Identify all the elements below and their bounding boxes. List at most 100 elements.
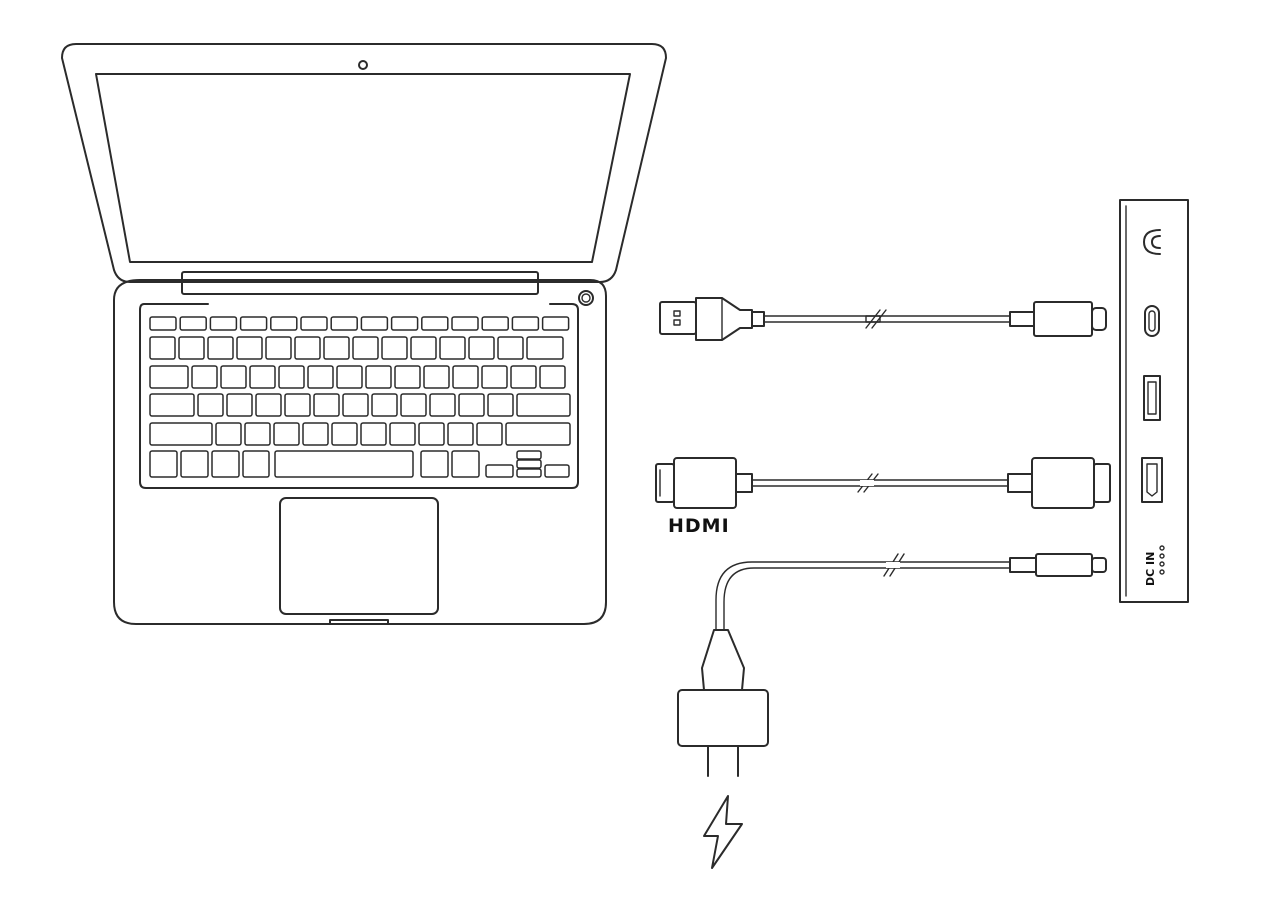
keyboard-key [400,393,427,417]
keyboard-key [207,336,234,360]
keyboard-key [307,365,334,389]
keyboard-key [265,336,292,360]
keyboard-key [149,316,177,331]
hdmi-left-strain-relief [735,473,753,493]
display-port-panel: DC IN [1119,199,1189,603]
usb-c-tip [1091,307,1107,331]
keyboard-key [180,450,209,478]
keyboard-key [278,365,305,389]
keyboard-key [365,365,392,389]
usb-c-port-icon [1144,305,1160,337]
keyboard-key [516,393,571,417]
hdmi-port-icon [1141,457,1163,503]
keyboard-key [249,365,276,389]
keyboard-key [149,393,195,417]
mini-port-icon [1143,375,1161,421]
keyboard-key [394,365,421,389]
keyboard-key [191,365,218,389]
power-cable-gap [886,562,900,568]
dc-plug-tip [1091,557,1107,573]
keyboard-well [139,303,579,489]
keyboard-key [497,336,524,360]
keyboard-key [389,422,416,446]
laptop-screen [95,73,631,263]
keyboard-key [239,316,268,331]
keyboard-key [255,393,282,417]
keyboard-key [149,365,189,389]
laptop-lid [61,43,667,283]
keyboard-key [526,336,564,360]
keyboard-key [330,316,358,331]
power-adapter [677,689,769,747]
hdmi-plug-right-tip [1093,463,1111,503]
keyboard-key [236,336,263,360]
keyboard-key [371,393,398,417]
keyboard [149,316,571,478]
keyboard-key [209,316,238,331]
keyboard-key [410,336,437,360]
usb-a-body [695,297,753,341]
keyboard-key [242,450,270,478]
keyboard-key [178,336,205,360]
keyboard-key [516,468,542,478]
usb-a-pin [673,319,681,326]
power-button-icon [578,290,594,306]
laptop-hinge [181,271,539,295]
headphone-icon [1143,229,1161,255]
usb-cable [659,297,1107,341]
keyboard-key [487,393,514,417]
lightning-icon [703,795,743,869]
keyboard-key [331,422,358,446]
adapter-cord-neck [701,629,745,691]
hdmi-logo: HDMI [668,515,730,537]
keyboard-key [149,336,176,360]
keyboard-key [481,365,508,389]
keyboard-key [510,365,537,389]
laptop-notch [329,619,389,625]
trackpad [279,497,439,615]
keyboard-key [270,316,298,331]
hdmi-plug-left [673,457,737,509]
keyboard-key [451,450,480,478]
hdmi-plug-right [1031,457,1095,509]
keyboard-key [360,316,389,331]
keyboard-key [505,422,571,446]
keyboard-key [541,316,570,331]
usb-a-strain-relief [751,311,765,327]
keyboard-key [313,393,340,417]
keyboard-key [544,464,570,478]
dc-in-label: DC IN [1144,552,1157,586]
usb-cable-break [865,309,887,329]
keyboard-key [323,336,350,360]
hdmi-right-strain-relief [1007,473,1033,493]
keyboard-key [447,422,474,446]
keyboard-key [226,393,253,417]
keyboard-key [452,365,479,389]
laptop-base [113,279,607,625]
usb-cable-gap [865,315,881,323]
usb-c-port-inner [1148,310,1156,332]
laptop [61,43,667,625]
keyboard-key [352,336,379,360]
keyboard-key [421,316,449,331]
port-panel-frame [1119,199,1189,603]
keyboard-key [294,336,321,360]
keyboard-key [539,365,566,389]
keyboard-key [458,393,485,417]
keyboard-key [485,464,514,478]
dc-plug [1035,553,1093,577]
keyboard-key [439,336,466,360]
keyboard-key [381,336,408,360]
keyboard-key [244,422,271,446]
hdmi-plug-left-tip [655,463,675,503]
usb-a-plug [659,301,697,335]
usb-c-strain-relief [1009,311,1035,327]
keyboard-key [481,316,509,331]
power-cable-line-inner [723,567,1011,631]
keyboard-key [468,336,495,360]
keyboard-key [220,365,247,389]
power-button-ring [581,293,591,303]
keyboard-key [197,393,224,417]
keyboard-key [418,422,445,446]
keyboard-key [360,422,387,446]
